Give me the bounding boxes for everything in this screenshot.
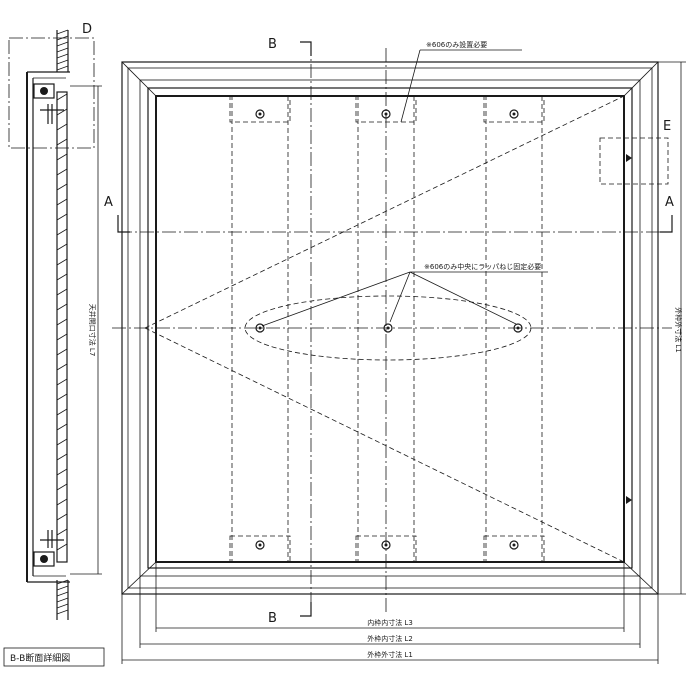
dim-bottom: 内枠内寸法 L3 外枠内寸法 L2 外枠外寸法 L1 (121, 562, 659, 664)
caption-text: B-B断面詳細図 (10, 652, 70, 664)
section-a-left-label: A (104, 195, 113, 210)
section-line-b: B B (268, 37, 312, 626)
section-line-a: A A (104, 195, 674, 233)
note-606-center-screw: ※606のみ中央にラッパねじ固定必要 (261, 262, 548, 327)
dim-l2-label: 外枠内寸法 L2 (367, 634, 413, 643)
ceiling-board-bottom (56, 579, 69, 620)
detail-e: E (599, 119, 671, 504)
note-606-install: ※606のみ設置必要 (400, 40, 522, 123)
caption-box: B-B断面詳細図 (3, 647, 105, 667)
detail-d-label: D (82, 22, 92, 37)
dim-l1-vertical-label: 外枠外寸法 L1 (674, 307, 683, 353)
detail-e-label: E (663, 119, 671, 134)
dim-ceiling-opening: 天井開口寸法 L7 (70, 85, 102, 575)
dim-l1-label: 外枠外寸法 L1 (367, 650, 413, 659)
section-a-right-label: A (665, 195, 674, 210)
dim-l7-label: 天井開口寸法 L7 (88, 304, 97, 357)
door-swing-lines (144, 95, 625, 563)
ceiling-board-top (56, 29, 69, 72)
section-b-top-label: B (268, 37, 277, 52)
detail-d-box (8, 37, 95, 149)
plan-view: B B A A E ※606のみ設置必要 ※606のみ中央にラッパねじ固定必要 (104, 37, 686, 664)
section-b-bottom-label: B (268, 611, 277, 626)
note-606-center-screw-text: ※606のみ中央にラッパねじ固定必要 (424, 262, 541, 271)
dim-outer-vertical: 外枠外寸法 L1 (658, 61, 686, 595)
dim-l3-label: 内枠内寸法 L3 (367, 618, 413, 627)
note-606-install-text: ※606のみ設置必要 (426, 40, 487, 49)
frame-section (26, 71, 70, 583)
section-detail-view: D (8, 22, 102, 620)
inner-frame (155, 95, 625, 563)
fastener-screws (255, 109, 523, 550)
